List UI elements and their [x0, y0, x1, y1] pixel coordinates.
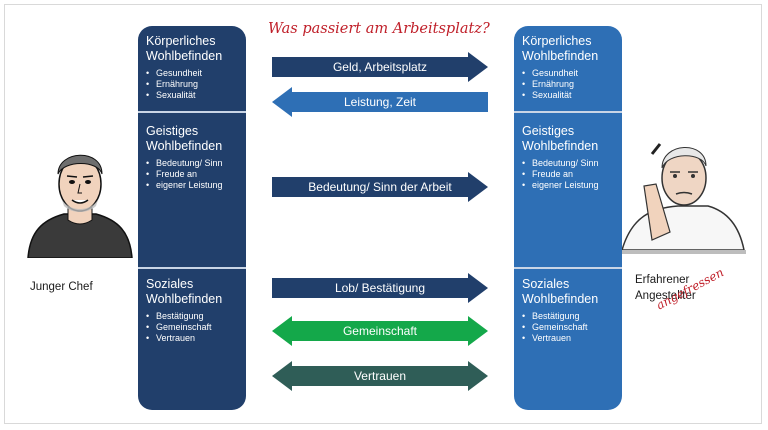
right-section-mental-item-text: eigener Leistung [532, 180, 599, 190]
arrow-body [272, 87, 488, 117]
double-arrow-shape [272, 361, 488, 391]
young-boss-label: Junger Chef [30, 281, 93, 293]
left-section-physical-title-line1: Körperliches [146, 34, 216, 48]
arrow-label: Bedeutung/ Sinn der Arbeit [308, 180, 452, 194]
right-section-physical-item: Ernährung [522, 79, 614, 90]
arrow-right-shape [272, 273, 488, 303]
arrow-trust: Vertrauen [272, 361, 488, 391]
right-section-social-item: Bestätigung [522, 311, 614, 322]
left-section-mental-title: Geistiges Wohlbefinden [146, 124, 238, 154]
left-section-physical-title: Körperliches Wohlbefinden [146, 34, 238, 64]
arrow-body [272, 316, 488, 346]
left-section-mental-item-continued: eigener Leistung [146, 180, 238, 191]
experienced-employee-illustration [620, 120, 746, 263]
left-section-physical-item: Gesundheit [146, 68, 238, 79]
right-section-physical-item: Gesundheit [522, 68, 614, 79]
arrow-performance-time: Leistung, Zeit [272, 87, 488, 117]
left-panel-divider [138, 267, 246, 269]
left-panel-divider [138, 111, 246, 113]
arrow-label: Gemeinschaft [342, 324, 418, 338]
left-section-mental-item: Bedeutung/ Sinn [146, 158, 238, 169]
right-section-mental-item: Bedeutung/ Sinn [522, 158, 614, 169]
right-section-mental: Geistiges Wohlbefinden Bedeutung/ Sinn F… [514, 124, 622, 191]
arrow-money-workplace: Geld, Arbeitsplatz [272, 52, 488, 82]
left-section-social-title-line2: Wohlbefinden [146, 292, 223, 306]
left-section-social-title-line1: Soziales [146, 277, 194, 291]
arrow-praise-recognition: Lob/ Bestätigung [272, 273, 488, 303]
left-section-mental-item-text: eigener Leistung [156, 180, 223, 190]
arrow-label: Geld, Arbeitsplatz [332, 60, 428, 74]
right-panel-divider [514, 111, 622, 113]
arrow-meaning-of-work: Bedeutung/ Sinn der Arbeit [272, 172, 488, 202]
right-section-physical-item: Sexualität [522, 90, 614, 101]
experienced-employee-label-line2: Angestellter [635, 290, 696, 302]
left-section-social: Soziales Wohlbefinden Bestätigung Gemein… [138, 277, 246, 344]
left-section-mental: Geistiges Wohlbefinden Bedeutung/ Sinn F… [138, 124, 246, 191]
left-section-social-title: Soziales Wohlbefinden [146, 277, 238, 307]
left-section-social-item: Bestätigung [146, 311, 238, 322]
right-section-physical-title-line2: Wohlbefinden [522, 49, 599, 63]
right-section-social-title-line1: Soziales [522, 277, 570, 291]
double-arrow-shape [272, 316, 488, 346]
left-section-social-item: Gemeinschaft [146, 322, 238, 333]
right-section-physical-title-line1: Körperliches [522, 34, 592, 48]
right-section-social-item: Vertrauen [522, 333, 614, 344]
left-section-physical-item: Ernährung [146, 79, 238, 90]
arrow-label: Lob/ Bestätigung [334, 281, 426, 295]
arrow-body [272, 273, 488, 303]
right-section-mental-item: Freude an [522, 169, 614, 180]
arrow-right-shape [272, 52, 488, 82]
left-section-social-item: Vertrauen [146, 333, 238, 344]
right-section-physical-title: Körperliches Wohlbefinden [522, 34, 614, 64]
experienced-employee-label: Erfahrener Angestellter [635, 272, 696, 304]
right-section-social: Soziales Wohlbefinden Bestätigung Gemein… [514, 277, 622, 344]
left-section-mental-title-line1: Geistiges [146, 124, 199, 138]
arrow-right-shape [272, 172, 488, 202]
right-section-social-item: Gemeinschaft [522, 322, 614, 333]
right-section-social-title: Soziales Wohlbefinden [522, 277, 614, 307]
left-section-mental-title-line2: Wohlbefinden [146, 139, 223, 153]
right-section-mental-title-line1: Geistiges [522, 124, 575, 138]
experienced-employee-label-line1: Erfahrener [635, 274, 690, 286]
right-section-physical: Körperliches Wohlbefinden Gesundheit Ern… [514, 34, 622, 101]
left-section-mental-item: Freude an [146, 169, 238, 180]
slide-title: Was passiert am Arbeitsplatz? [268, 21, 490, 37]
arrow-body [272, 52, 488, 82]
arrow-community: Gemeinschaft [272, 316, 488, 346]
arrow-label: Vertrauen [353, 369, 407, 383]
young-boss-illustration [24, 140, 136, 263]
left-section-physical-item: Sexualität [146, 90, 238, 101]
right-section-mental-item-continued: eigener Leistung [522, 180, 614, 191]
arrow-left-shape [272, 87, 488, 117]
left-section-physical-title-line2: Wohlbefinden [146, 49, 223, 63]
right-section-mental-title: Geistiges Wohlbefinden [522, 124, 614, 154]
arrow-body [272, 361, 488, 391]
right-wellbeing-panel: Körperliches Wohlbefinden Gesundheit Ern… [514, 26, 622, 410]
left-section-physical: Körperliches Wohlbefinden Gesundheit Ern… [138, 34, 246, 101]
left-wellbeing-panel: Körperliches Wohlbefinden Gesundheit Ern… [138, 26, 246, 410]
arrow-label: Leistung, Zeit [343, 95, 417, 109]
right-panel-divider [514, 267, 622, 269]
arrow-body [272, 172, 488, 202]
right-section-social-title-line2: Wohlbefinden [522, 292, 599, 306]
right-section-mental-title-line2: Wohlbefinden [522, 139, 599, 153]
